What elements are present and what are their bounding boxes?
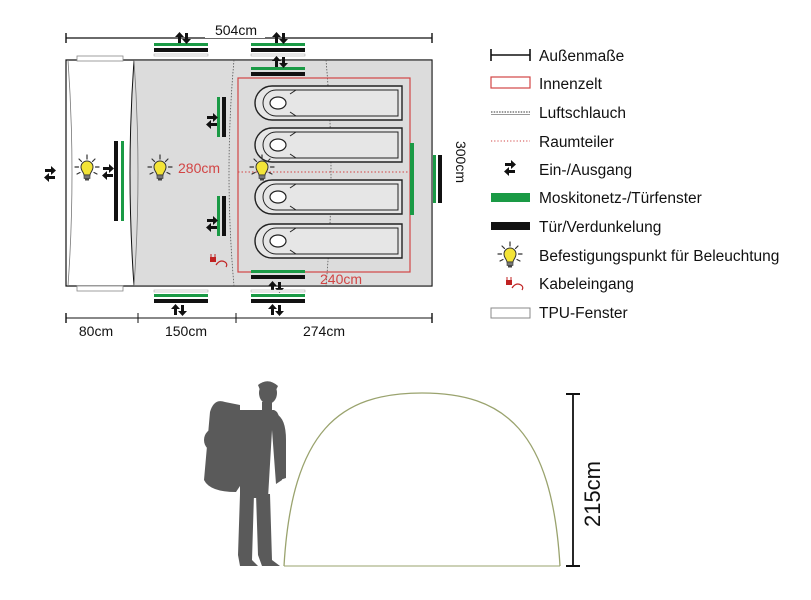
tpu-window xyxy=(76,55,124,62)
legend-item: TPU-Fenster xyxy=(490,305,628,322)
legend-label: Außenmaße xyxy=(539,48,624,65)
inner-width-label: 280cm xyxy=(178,160,220,176)
air-tube-line xyxy=(133,59,139,287)
inner-length-label: 240cm xyxy=(320,271,362,287)
legend: Außenmaße Innenzelt Luftschlauch Raumtei… xyxy=(490,48,779,322)
door-markers-side xyxy=(44,97,442,236)
legend-item: Tür/Verdunkelung xyxy=(491,219,661,236)
cable-plug-icon xyxy=(506,277,524,291)
hiker-silhouette xyxy=(204,381,286,566)
sleeping-bag xyxy=(254,85,403,121)
legend-item: Außenmaße xyxy=(490,48,624,65)
dimension-total-length: 504cm xyxy=(65,22,433,43)
height-label: 215cm xyxy=(580,461,605,527)
segment-label: 274cm xyxy=(303,323,345,339)
legend-label: TPU-Fenster xyxy=(539,305,628,322)
door-markers-top xyxy=(153,32,306,76)
legend-label: Befestigungspunkt für Beleuchtung xyxy=(539,248,779,265)
legend-item: Ein-/Ausgang xyxy=(504,160,632,179)
sleeping-bag xyxy=(254,223,403,259)
dimension-height: 215cm xyxy=(566,393,605,567)
cable-plug-icon xyxy=(210,254,228,268)
legend-item: Moskitonetz-/Türfenster xyxy=(491,190,702,207)
legend-label: Raumteiler xyxy=(539,134,614,151)
light-bulb-icon xyxy=(497,241,523,269)
sleeping-bag xyxy=(254,179,403,215)
total-length-label: 504cm xyxy=(215,22,257,38)
legend-item: Raumteiler xyxy=(491,134,614,151)
legend-item: Luftschlauch xyxy=(491,105,626,122)
legend-label: Innenzelt xyxy=(539,76,603,93)
tpu-window xyxy=(76,285,124,292)
legend-label: Luftschlauch xyxy=(539,105,626,122)
door-markers-bottom xyxy=(153,270,306,316)
legend-label: Tür/Verdunkelung xyxy=(539,219,661,236)
sleeping-bag xyxy=(254,127,403,163)
segment-label: 150cm xyxy=(165,323,207,339)
legend-label: Kabeleingang xyxy=(539,276,634,293)
legend-item: Befestigungspunkt für Beleuchtung xyxy=(497,241,779,269)
entrance-arrows-icon xyxy=(44,166,56,182)
legend-item: Innenzelt xyxy=(490,76,603,93)
legend-label: Ein-/Ausgang xyxy=(539,162,632,179)
width-label: 300cm xyxy=(453,141,469,183)
dimension-segments: 80cm 150cm 274cm xyxy=(65,313,433,339)
segment-label: 80cm xyxy=(79,323,113,339)
legend-item: Kabeleingang xyxy=(506,276,634,293)
legend-label: Moskitonetz-/Türfenster xyxy=(539,190,702,207)
tent-dome-outline xyxy=(283,392,561,567)
